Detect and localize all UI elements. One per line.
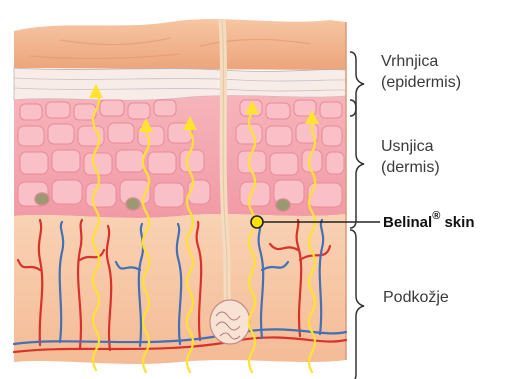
brace-subcutis <box>350 230 364 379</box>
label-product-mark: ® <box>432 210 440 222</box>
brace-dermis <box>350 100 364 228</box>
label-product-suffix: skin <box>440 214 474 231</box>
label-subcutis-text: Podkožje <box>383 287 449 308</box>
label-epidermis-line1: Vrhnjica <box>381 51 461 72</box>
label-dermis-line2: (dermis) <box>381 157 440 178</box>
label-subcutis: Podkožje <box>383 287 449 308</box>
product-marker <box>251 216 263 228</box>
label-dermis: Usnjica (dermis) <box>381 136 440 178</box>
skin-top-surface <box>14 19 346 70</box>
label-product-name: Belinal <box>383 214 432 231</box>
label-product: Belinal® skin <box>383 212 474 231</box>
brace-epidermis <box>350 52 364 116</box>
hair-follicle-bulb <box>210 300 250 344</box>
label-dermis-line1: Usnjica <box>381 136 440 157</box>
label-epidermis: Vrhnjica (epidermis) <box>381 51 461 93</box>
label-epidermis-line2: (epidermis) <box>381 72 461 93</box>
epidermis-layer <box>14 68 346 100</box>
